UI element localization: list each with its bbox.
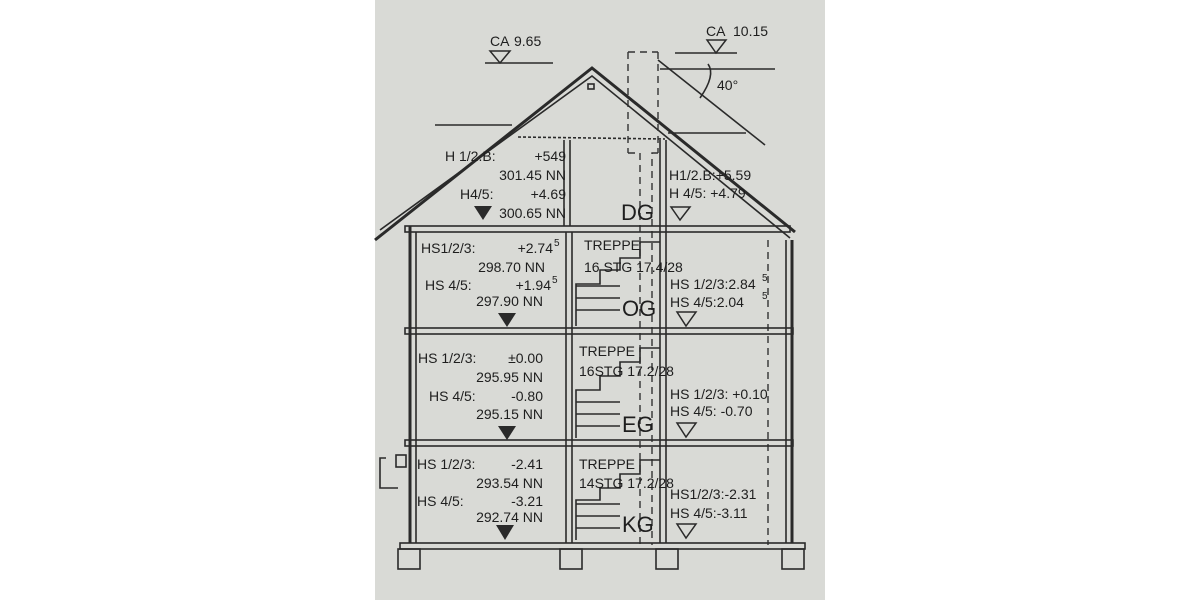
level-superscript: 5 bbox=[762, 273, 768, 284]
nn-elevation: 298.70 NN bbox=[478, 259, 545, 275]
level-triangle-icon bbox=[705, 39, 728, 55]
level-value: +2.74 bbox=[518, 240, 554, 256]
level-filled-triangle-icon bbox=[496, 525, 514, 540]
level-label: HS 4/5: bbox=[425, 277, 472, 293]
level-triangle-icon bbox=[669, 206, 692, 222]
ridge-level-marker-left: CA 9.65 bbox=[485, 33, 553, 65]
level-annotation: HS 4/5:-3.11 bbox=[670, 505, 748, 521]
level-label: HS 4/5: bbox=[429, 388, 476, 404]
nn-elevation: 295.15 NN bbox=[476, 406, 543, 422]
level-value: 10.15 bbox=[733, 23, 768, 39]
ridge-level-marker-right: CA 10.15 bbox=[675, 23, 768, 55]
level-annotation: HS1/2/3:-2.31 bbox=[670, 486, 757, 502]
level-superscript: 5 bbox=[762, 291, 768, 302]
level-triangle-icon bbox=[675, 422, 698, 439]
stairs bbox=[575, 241, 660, 540]
paper-sheet bbox=[375, 0, 825, 600]
floor-kg: HS 1/2/3: -2.41 293.54 NN HS 4/5: -3.21 … bbox=[417, 456, 757, 540]
level-value: ±0.00 bbox=[508, 350, 543, 366]
level-value: -3.21 bbox=[511, 493, 543, 509]
floor-label: EG bbox=[622, 412, 654, 437]
nn-elevation: 300.65 NN bbox=[499, 205, 566, 221]
level-filled-triangle-icon bbox=[474, 206, 492, 220]
roof bbox=[374, 59, 796, 242]
level-label: HS 1/2/3: bbox=[417, 456, 475, 472]
level-value: -2.41 bbox=[511, 456, 543, 472]
level-filled-triangle-icon bbox=[498, 426, 516, 440]
level-value: -0.80 bbox=[511, 388, 543, 404]
nn-elevation: 293.54 NN bbox=[476, 475, 543, 491]
level-superscript: 5 bbox=[554, 238, 560, 249]
nn-elevation: 297.90 NN bbox=[476, 293, 543, 309]
level-filled-triangle-icon bbox=[498, 313, 516, 327]
stair-title: TREPPE bbox=[584, 237, 640, 253]
level-annotation: HS 4/5: -0.70 bbox=[670, 403, 753, 419]
level-label: CA bbox=[706, 23, 726, 39]
chimney-outline bbox=[627, 51, 659, 545]
level-annotation: H1/2.B:+5.59 bbox=[669, 167, 751, 183]
stair-title: TREPPE bbox=[579, 456, 635, 472]
stair-spec: 14STG 17.2/28 bbox=[579, 475, 674, 491]
level-triangle-icon bbox=[675, 523, 698, 540]
level-label: CA bbox=[490, 33, 510, 49]
floor-dg: H 1/2.B: +549 301.45 NN H4/5: +4.69 300.… bbox=[445, 148, 751, 225]
floor-label: OG bbox=[622, 296, 656, 321]
stair-spec: 16STG 17.2/28 bbox=[579, 363, 674, 379]
level-annotation: HS 1/2/3:2.84 bbox=[670, 276, 756, 292]
level-label: HS1/2/3: bbox=[421, 240, 475, 256]
stair-title: TREPPE bbox=[579, 343, 635, 359]
stair-spec: 16 STG 17.4/28 bbox=[584, 259, 683, 275]
level-value: +549 bbox=[534, 148, 566, 164]
level-value: +1.94 bbox=[516, 277, 552, 293]
floor-label: DG bbox=[621, 200, 654, 225]
level-label: H 1/2.B: bbox=[445, 148, 496, 164]
floor-label: KG bbox=[622, 512, 654, 537]
roof-angle-label: 40° bbox=[717, 77, 738, 93]
nn-elevation: 295.95 NN bbox=[476, 369, 543, 385]
level-triangle-icon bbox=[488, 50, 512, 65]
level-value: +4.69 bbox=[531, 186, 567, 202]
level-value: 9.65 bbox=[514, 33, 541, 49]
structure bbox=[379, 140, 806, 570]
nn-elevation: 301.45 NN bbox=[499, 167, 566, 183]
level-triangle-icon bbox=[675, 311, 698, 328]
level-label: HS 1/2/3: bbox=[418, 350, 476, 366]
level-annotation: H 4/5: +4.79 bbox=[669, 185, 746, 201]
floor-og: HS1/2/3: +2.74 5 298.70 NN HS 4/5: +1.94… bbox=[421, 237, 768, 328]
level-superscript: 5 bbox=[552, 275, 558, 286]
floor-eg: HS 1/2/3: ±0.00 295.95 NN HS 4/5: -0.80 … bbox=[418, 343, 768, 440]
level-annotation: HS 4/5:2.04 bbox=[670, 294, 744, 310]
level-label: H4/5: bbox=[460, 186, 493, 202]
nn-elevation: 292.74 NN bbox=[476, 509, 543, 525]
level-annotation: HS 1/2/3: +0.10 bbox=[670, 386, 768, 402]
level-label: HS 4/5: bbox=[417, 493, 464, 509]
